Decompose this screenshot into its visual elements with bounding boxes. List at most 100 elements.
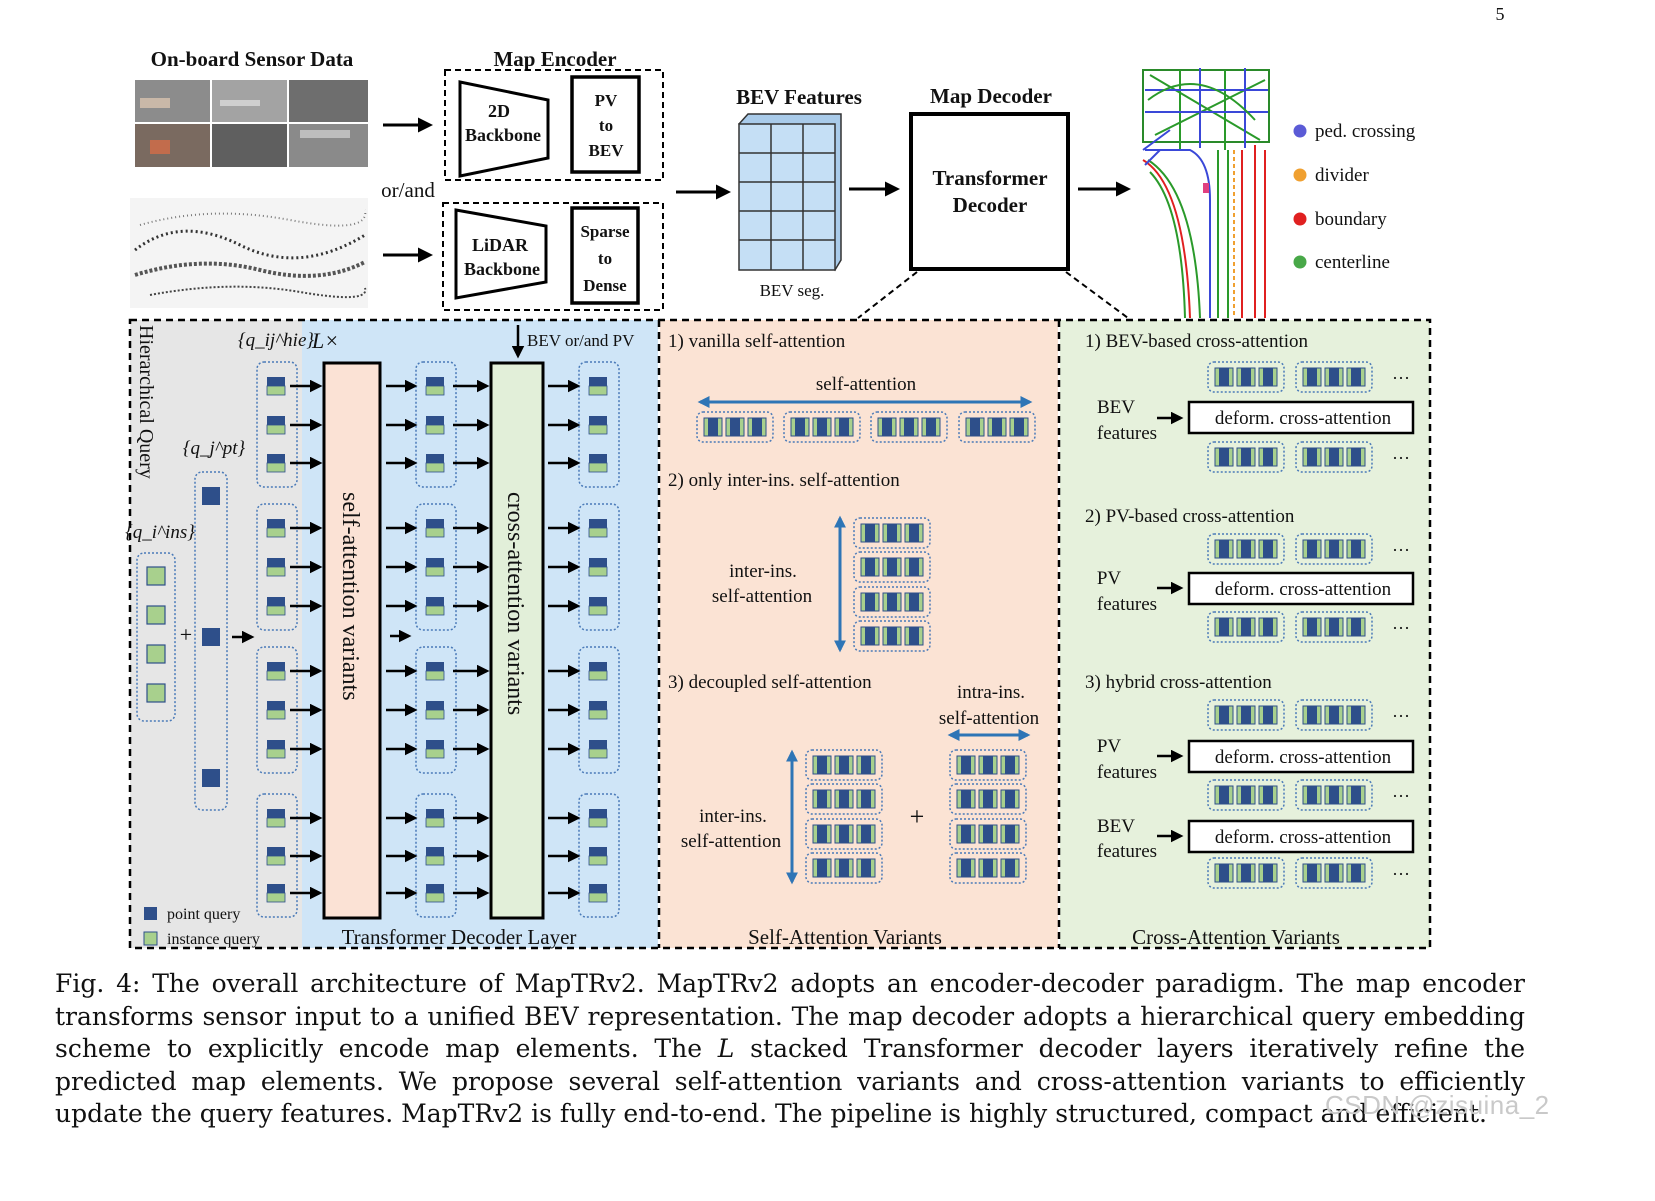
ca3-pv-deform-label: deform. cross-attention xyxy=(1215,747,1392,768)
self-attn-panel-title: Self-Attention Variants xyxy=(748,925,942,949)
pv-to-bev-block xyxy=(570,75,641,174)
point-query-column xyxy=(202,487,220,787)
hier-query-cell xyxy=(267,416,285,425)
q-hie-label: {q_ij^hie} xyxy=(238,330,314,351)
instance-group xyxy=(1207,361,1285,393)
sa-inter-title: 2) only inter-ins. self-attention xyxy=(668,470,900,491)
csdn-watermark: CSDN @zisuina_2 xyxy=(1325,1090,1550,1120)
cross-attn-query-rows: ····················· xyxy=(1207,361,1410,889)
hier-query-cell xyxy=(267,377,285,386)
hier-query-cell xyxy=(426,847,444,856)
sa-decoupled-intra-1: intra-ins. xyxy=(957,682,1025,703)
hierarchical-query-columns xyxy=(256,361,620,918)
ca-ellipsis: ··· xyxy=(1392,786,1410,806)
sa-vanilla-arrow-label: self-attention xyxy=(816,374,917,395)
legend-point-query-swatch xyxy=(144,907,157,920)
map-legend: ped. crossing divider boundary centerlin… xyxy=(1293,121,1416,273)
sa-vanilla-title: 1) vanilla self-attention xyxy=(668,331,846,352)
instance-group xyxy=(805,783,883,815)
hier-query-cell xyxy=(426,454,444,463)
ca2-feat-2: features xyxy=(1097,594,1157,615)
instance-group xyxy=(853,620,931,652)
query-plus: + xyxy=(180,622,192,647)
instance-group xyxy=(1295,361,1373,393)
legend-point-query: point query xyxy=(167,906,240,923)
ca3-bev-deform-box xyxy=(1187,819,1415,854)
hierarchical-query-label: Hierarchical Query xyxy=(135,325,157,479)
sensor-data-title: On-board Sensor Data xyxy=(151,47,354,71)
legend-ped-crossing: ped. crossing xyxy=(1315,121,1416,142)
bev-pv-input-label: BEV or/and PV xyxy=(527,331,635,350)
instance-query xyxy=(146,566,166,586)
instance-group xyxy=(1295,857,1373,889)
point-query xyxy=(202,628,220,646)
ca2-feat-1: PV xyxy=(1097,568,1122,589)
point-query xyxy=(202,487,220,505)
legend-centerline: centerline xyxy=(1315,252,1390,273)
q-pt-label: {q_j^pt} xyxy=(183,438,246,459)
instance-group xyxy=(1207,533,1285,565)
ca-ellipsis: ··· xyxy=(1392,368,1410,388)
ca-bev-title: 1) BEV-based cross-attention xyxy=(1085,331,1309,352)
hier-query-cell xyxy=(267,558,285,567)
pv-to-bev-line2: to xyxy=(599,116,613,135)
hier-query-cell xyxy=(589,416,607,425)
legend-dot-centerline xyxy=(1293,255,1307,269)
hier-query-cell xyxy=(267,740,285,749)
map-decoder-title: Map Decoder xyxy=(930,84,1052,108)
ca3-bev-deform-label: deform. cross-attention xyxy=(1215,827,1392,848)
instance-group xyxy=(1295,611,1373,643)
decoder-layer-title: Transformer Decoder Layer xyxy=(342,925,577,949)
hier-query-cell xyxy=(589,701,607,710)
transformer-decoder-line2: Decoder xyxy=(953,193,1028,217)
hier-query-cell xyxy=(589,740,607,749)
sparse-to-dense-block xyxy=(570,206,640,305)
ca-hybrid-title: 3) hybrid cross-attention xyxy=(1085,672,1272,693)
instance-group xyxy=(853,517,931,549)
sa-inter-label-2: self-attention xyxy=(712,586,813,607)
hier-query-cell xyxy=(589,519,607,528)
legend-boundary: boundary xyxy=(1315,209,1387,230)
lidar-backbone-line1: LiDAR xyxy=(472,235,529,255)
hier-query-cell xyxy=(426,377,444,386)
instance-group xyxy=(1207,857,1285,889)
q-ins-label: {q_i^ins} xyxy=(125,522,195,543)
instance-query xyxy=(146,605,166,625)
lidar-backbone-block xyxy=(454,208,548,300)
self-attention-variants-block xyxy=(322,361,382,920)
hier-query-cell xyxy=(589,662,607,671)
instance-group xyxy=(805,852,883,884)
transformer-decoder-box xyxy=(909,112,1070,271)
ca-ellipsis: ··· xyxy=(1392,540,1410,560)
instance-group xyxy=(1295,441,1373,473)
ca3-pv-feat-1: PV xyxy=(1097,736,1122,757)
map-encoder-title: Map Encoder xyxy=(493,47,616,71)
predicted-map xyxy=(1142,68,1270,319)
ca-pv-title: 2) PV-based cross-attention xyxy=(1085,506,1295,527)
ca-ellipsis: ··· xyxy=(1392,618,1410,638)
instance-group xyxy=(1207,779,1285,811)
hier-query-cell xyxy=(426,416,444,425)
hier-query-cell xyxy=(426,597,444,606)
hier-query-cell xyxy=(426,662,444,671)
page-number: 5 xyxy=(1496,4,1505,24)
cross-attn-block-label: cross-attention variants xyxy=(502,492,528,715)
instance-group xyxy=(958,411,1036,443)
ca1-feat-1: BEV xyxy=(1097,397,1135,418)
hier-query-cell xyxy=(267,884,285,893)
caption-part-1: Fig. 4: The overall architecture of MapT… xyxy=(55,969,1525,1063)
self-attn-block-label: self-attention variants xyxy=(337,492,363,701)
sa-decoupled-inter-2: self-attention xyxy=(681,831,782,852)
or-and-label: or/and xyxy=(381,178,435,202)
instance-group xyxy=(853,551,931,583)
ca-ellipsis: ··· xyxy=(1392,448,1410,468)
sa-decoupled-title: 3) decoupled self-attention xyxy=(668,672,872,693)
bev-seg-label: BEV seg. xyxy=(760,281,825,300)
instance-group xyxy=(1295,699,1373,731)
hier-query-cell xyxy=(589,809,607,818)
legend-instance-query-swatch xyxy=(143,931,158,946)
instance-query xyxy=(146,683,166,703)
sa-inter-label-1: inter-ins. xyxy=(729,561,797,582)
bev-features-title: BEV Features xyxy=(736,85,862,109)
legend-instance-query: instance query xyxy=(167,931,260,948)
